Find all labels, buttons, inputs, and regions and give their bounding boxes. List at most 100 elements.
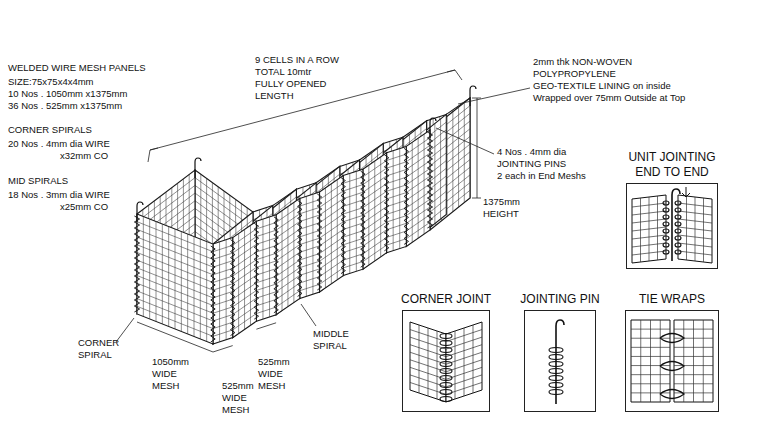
middle-spiral — [404, 148, 408, 244]
corner-spiral — [134, 216, 139, 312]
mesh-wire — [473, 325, 474, 393]
tie-wrap — [660, 362, 684, 371]
mesh-wire — [233, 314, 257, 330]
mesh-panel-face — [632, 195, 666, 263]
callout-text: WIDE — [222, 392, 247, 404]
mesh-wire — [276, 252, 300, 268]
mesh-wire — [213, 307, 233, 313]
mesh-wire — [428, 328, 429, 396]
mesh-wire — [276, 268, 300, 284]
callout-text: FULLY OPENED — [255, 78, 326, 90]
mesh-wire — [137, 276, 213, 306]
mesh-wire — [137, 237, 213, 267]
mesh-wire — [387, 154, 407, 160]
jointing-pin — [430, 118, 436, 138]
leader-line — [458, 88, 530, 104]
mesh-wire — [320, 191, 344, 207]
mesh-wire — [446, 337, 482, 349]
spiral-loop — [440, 376, 452, 381]
callout-text: 525mm — [222, 380, 254, 392]
spiral-loop — [663, 222, 669, 226]
callout-text: 10 Nos . 1050mm x1375mm — [8, 88, 127, 100]
detail-heading: UNIT JOINTING END TO END — [622, 150, 722, 180]
spiral-loop — [549, 355, 563, 360]
mesh-wire — [276, 206, 300, 222]
mesh-wire — [137, 299, 213, 329]
mesh-wire — [660, 320, 661, 402]
mesh-wire — [276, 229, 300, 245]
spiral-loop — [663, 208, 669, 212]
mesh-wire — [256, 292, 276, 298]
mesh-panel-face — [300, 192, 320, 298]
mesh-wire — [674, 392, 713, 393]
spiral-loop — [675, 250, 681, 254]
mesh-wire — [343, 215, 363, 221]
spiral-loop — [440, 369, 452, 374]
mesh-wire — [674, 383, 713, 384]
callout-text: SPIRAL — [313, 340, 347, 352]
mesh-panel-face — [363, 153, 387, 269]
spiral-loop — [440, 362, 452, 367]
front-mesh-panel — [213, 238, 233, 344]
detail-mesh — [632, 195, 666, 263]
width-dimension-line — [137, 322, 213, 352]
mesh-wire — [213, 268, 233, 274]
mesh-wire — [256, 253, 276, 259]
mesh-wire — [320, 206, 344, 222]
spiral-loop — [675, 229, 681, 233]
detail-frame — [625, 310, 719, 412]
callout-text: 4 Nos . 4mm dia — [497, 146, 566, 158]
mesh-wire — [363, 214, 387, 230]
mesh-wire — [363, 160, 387, 176]
mesh-wire — [233, 275, 257, 291]
detail-mesh — [631, 320, 670, 402]
dimension-tick — [455, 70, 462, 80]
width-dimension-line — [256, 323, 276, 329]
detail-frame — [402, 310, 490, 412]
mesh-wire — [256, 276, 276, 282]
spiral-loop — [663, 250, 669, 254]
spiral-loop — [440, 390, 452, 395]
callout-text: 20 Nos . 4mm dia WIRE — [8, 138, 110, 150]
mesh-wire — [363, 207, 387, 223]
middle-spiral — [384, 155, 388, 251]
mesh-wire — [678, 219, 712, 223]
mesh-wire — [320, 268, 344, 284]
mesh-panel-face — [406, 130, 430, 246]
spiral-loop — [440, 383, 452, 388]
mesh-wire — [678, 227, 712, 231]
mesh-wire — [320, 253, 344, 269]
spiral-loop — [549, 376, 563, 381]
spiral-loop — [440, 334, 452, 339]
callout-text: CORNER SPIRALS — [8, 124, 92, 136]
dimension-arrow — [447, 70, 455, 72]
mesh-wire — [213, 284, 233, 290]
mesh-wire — [256, 246, 276, 252]
callout-text: MIDDLE — [313, 328, 349, 340]
mesh-wire — [276, 291, 300, 307]
detail-heading: JOINTING PIN — [515, 292, 605, 307]
mesh-wire — [233, 267, 257, 283]
mesh-wire — [455, 331, 456, 399]
callout-text: Wrapped over 75mm Outside at Top — [533, 92, 685, 104]
callout-text: MESH — [258, 380, 285, 392]
mesh-wire — [632, 227, 666, 231]
frame-border — [626, 311, 719, 412]
mesh-wire — [343, 254, 363, 260]
mesh-wire — [137, 252, 213, 282]
detail-mesh — [674, 320, 713, 402]
mesh-panel-face — [343, 169, 363, 275]
mesh-wire — [406, 176, 430, 192]
mesh-wire — [343, 208, 363, 214]
detail-mesh — [678, 195, 712, 263]
mesh-wire — [674, 338, 713, 339]
jointing-pin — [137, 202, 143, 222]
callout-text: 18 Nos . 3mm dia WIRE — [8, 189, 110, 201]
mesh-wire — [213, 291, 233, 297]
mesh-wire — [300, 200, 320, 206]
mesh-wire — [256, 238, 276, 244]
mesh-wire — [320, 183, 344, 199]
callout-text: SPIRAL — [78, 349, 112, 361]
callout-text: HEIGHT — [483, 208, 519, 220]
middle-spiral — [254, 223, 258, 319]
